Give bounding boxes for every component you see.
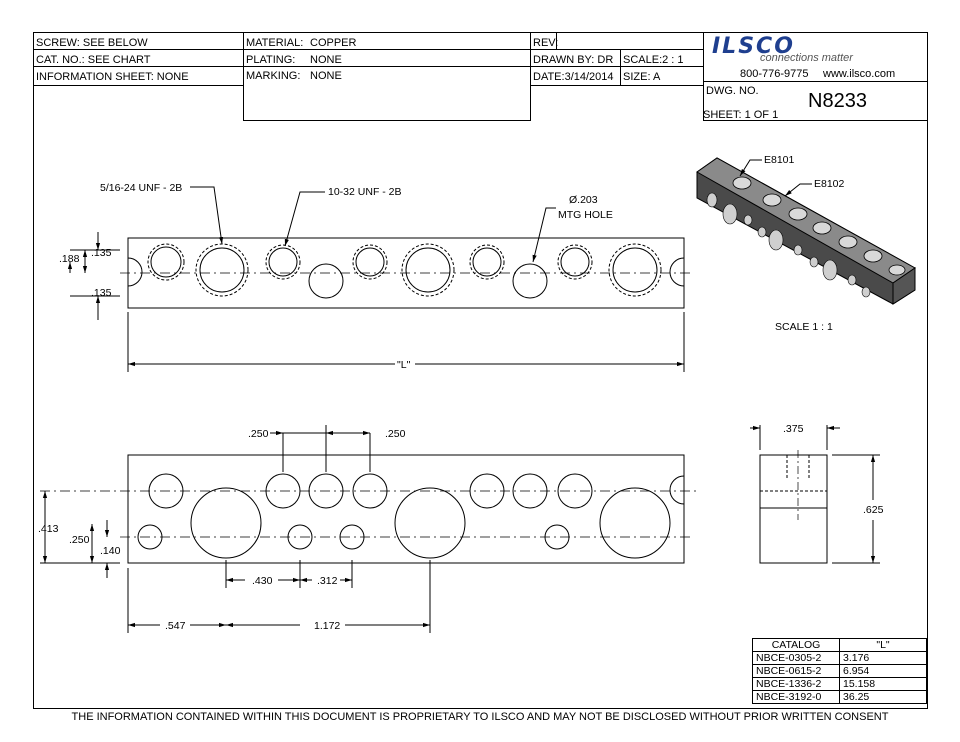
- catalog-header-cell: CATALOG: [752, 638, 840, 652]
- scale-label: SCALE:2 : 1: [623, 54, 684, 66]
- front-view-bar: [127, 454, 685, 564]
- cat-no-label: CAT. NO.: SEE CHART: [36, 54, 151, 66]
- part-e8102-label: E8102: [814, 178, 845, 190]
- material-value: COPPER: [310, 37, 357, 49]
- catalog-header-row: CATALOG "L": [752, 638, 927, 652]
- catalog-cell: NBCE-0305-2: [752, 651, 840, 665]
- dim-413: .413: [38, 523, 59, 535]
- length-header-cell: "L": [839, 638, 927, 652]
- dim-547: .547: [165, 620, 186, 632]
- dim-625: .625: [863, 504, 884, 516]
- part-e8101-label: E8101: [764, 154, 795, 166]
- marking-value: NONE: [310, 70, 342, 82]
- thread-small-label: 10-32 UNF - 2B: [328, 186, 402, 198]
- length-cell: 36.25: [839, 690, 927, 704]
- dim-188: .188: [59, 253, 80, 265]
- material-label: MATERIAL:: [246, 37, 304, 49]
- dim-140: .140: [100, 545, 121, 557]
- size-label: SIZE: A: [623, 71, 661, 83]
- catalog-cell: NBCE-1336-2: [752, 677, 840, 691]
- isometric-view: [696, 157, 916, 305]
- sheet-label: SHEET: 1 OF 1: [703, 109, 779, 121]
- proprietary-notice: THE INFORMATION CONTAINED WITHIN THIS DO…: [71, 711, 889, 723]
- rev-label: REV:: [533, 37, 559, 49]
- catalog-table: CATALOG "L" NBCE-0305-2 3.176 NBCE-0615-…: [752, 638, 927, 704]
- logo-tagline: connections matter: [760, 52, 853, 64]
- iso-scale-label: SCALE 1 : 1: [775, 321, 833, 333]
- website: www.ilsco.com: [823, 68, 896, 80]
- dim-312: .312: [317, 575, 338, 587]
- table-row: NBCE-1336-2 15.158: [752, 677, 927, 691]
- side-view: [759, 454, 828, 564]
- dim-250-right: .250: [385, 428, 406, 440]
- screw-label: SCREW: SEE BELOW: [36, 37, 148, 49]
- drawing-frame: [33, 32, 928, 709]
- mtg-hole-dia-label: Ø.203: [569, 194, 598, 206]
- thread-large-label: 5/16-24 UNF - 2B: [100, 182, 182, 194]
- dim-375: .375: [783, 423, 804, 435]
- top-mtg-hole: [512, 263, 548, 299]
- info-sheet-label: INFORMATION SHEET: NONE: [36, 71, 189, 83]
- dim-135-top: .135: [91, 247, 112, 259]
- table-row: NBCE-0305-2 3.176: [752, 651, 927, 665]
- table-row: NBCE-0615-2 6.954: [752, 664, 927, 678]
- dim-430: .430: [252, 575, 273, 587]
- mtg-hole-label: MTG HOLE: [558, 209, 613, 221]
- date-label: DATE:3/14/2014: [533, 71, 614, 83]
- title-block-scale-split: [620, 49, 621, 86]
- dim-250-left: .250: [248, 428, 269, 440]
- length-cell: 3.176: [839, 651, 927, 665]
- dwg-no-value: N8233: [808, 90, 867, 112]
- title-block-rev-split: [556, 32, 557, 50]
- length-cell: 6.954: [839, 664, 927, 678]
- dim-1172: 1.172: [314, 620, 340, 632]
- title-block-dwg: [703, 81, 928, 121]
- catalog-cell: NBCE-0615-2: [752, 664, 840, 678]
- length-cell: 15.158: [839, 677, 927, 691]
- plating-label: PLATING:: [246, 54, 296, 66]
- dim-135-bottom: .135: [91, 287, 112, 299]
- phone-number: 800-776-9775: [740, 68, 809, 80]
- drawn-by-label: DRAWN BY: DR: [533, 54, 614, 66]
- ilsco-logo: ILSCO: [712, 34, 795, 59]
- title-block-rev-row: [530, 49, 704, 67]
- top-threaded-hole: [150, 246, 182, 278]
- dim-250-vertical: .250: [69, 534, 90, 546]
- dwg-no-label: DWG. NO.: [706, 85, 759, 97]
- marking-label: MARKING:: [246, 70, 301, 82]
- plating-value: NONE: [310, 54, 342, 66]
- dim-length: "L": [397, 359, 411, 371]
- catalog-cell: NBCE-3192-0: [752, 690, 840, 704]
- table-row: NBCE-3192-0 36.25: [752, 690, 927, 704]
